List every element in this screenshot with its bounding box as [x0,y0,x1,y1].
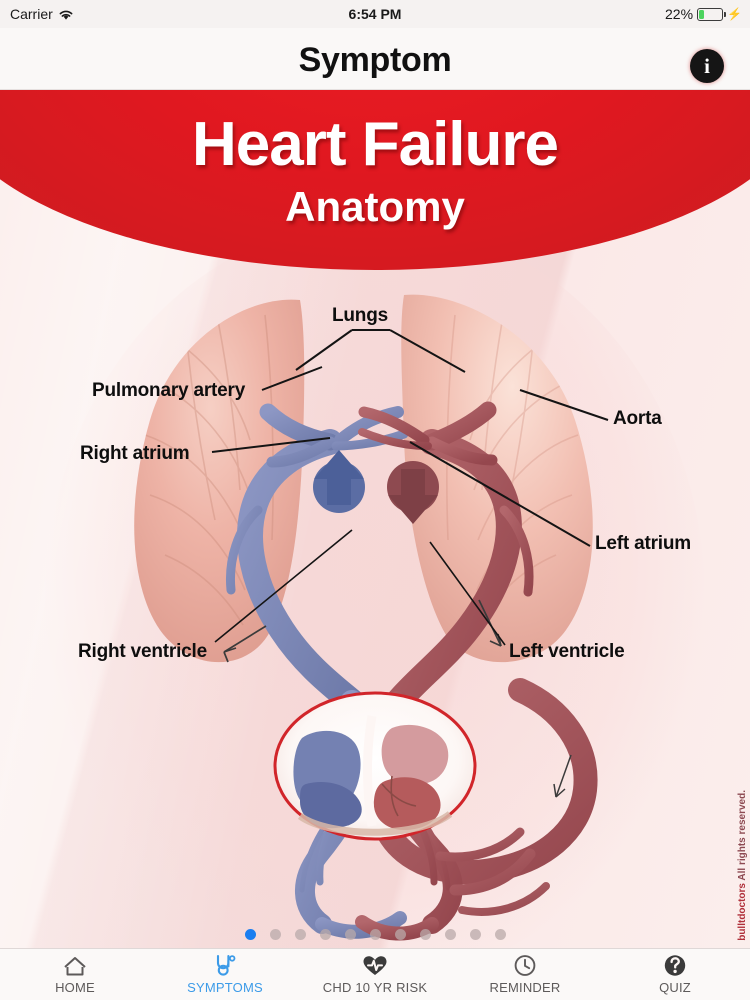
blue-flow-arrowhead [223,625,267,663]
red-blood-flow-arrow-down [387,461,439,524]
status-bar-clock: 6:54 PM [348,6,402,22]
label-right-atrium: Right atrium [80,443,190,464]
page-title: Symptom [298,41,452,79]
tab-home[interactable]: HOME [0,949,150,1000]
battery-percent-label: 22% [665,6,694,22]
aorta-vessel [358,401,598,885]
navigation-bar: Symptom i [0,28,750,90]
battery-icon [697,7,727,21]
copyright-notice: bulltdoctors All rights reserved. [737,790,748,941]
page-dot[interactable] [294,928,306,940]
page-dot[interactable] [319,928,331,940]
heart-failure-anatomy-illustration [134,294,609,941]
banner-title: Heart Failure [191,110,559,179]
clock-icon [513,954,537,977]
heart-cross-section-inset [273,691,477,841]
page-dot[interactable] [444,928,456,940]
wifi-icon [59,10,73,20]
tab-reminder[interactable]: REMINDER [450,949,600,1000]
lightning-bolt-icon: ⚡ [727,7,742,21]
aorta-flow-arrowhead [553,754,572,798]
banner-subtitle: Anatomy [285,183,465,230]
question-mark-circle-icon [663,954,687,977]
heart-pulse-icon [362,954,388,977]
title-banner: Heart Failure Anatomy [0,90,750,270]
page-indicator[interactable] [0,922,750,946]
tab-bar: HOME SYMPTOMS CHD 10 YR RISK [0,948,750,1000]
page-dot[interactable] [394,928,406,940]
tab-symptoms[interactable]: SYMPTOMS [150,949,300,1000]
info-icon[interactable]: i [690,49,724,83]
label-left-atrium: Left atrium [595,533,691,554]
page-dot[interactable] [369,928,381,940]
info-icon-glyph: i [704,53,710,78]
blue-blood-flow-arrow-up [313,450,365,513]
label-pulmonary-artery: Pulmonary artery [92,380,246,401]
label-aorta: Aorta [613,408,662,429]
tab-chd-risk[interactable]: CHD 10 YR RISK [300,949,450,1000]
status-bar: Carrier 6:54 PM 22% ⚡ [0,0,750,28]
page-dot[interactable] [494,928,506,940]
tab-symptoms-label: SYMPTOMS [187,980,263,995]
label-leader-lines [211,329,609,646]
tab-reminder-label: REMINDER [489,980,561,995]
label-left-ventricle: Left ventricle [509,641,625,662]
anatomy-slide[interactable]: Lungs Pulmonary artery Right atrium Aort… [0,90,750,956]
stethoscope-icon [213,954,237,977]
tab-home-label: HOME [55,980,95,995]
tab-chd-risk-label: CHD 10 YR RISK [322,980,428,995]
right-ventricle-chamber [300,782,362,829]
tab-quiz-label: QUIZ [659,980,691,995]
page-dot[interactable] [419,928,431,940]
left-atrium-chamber [381,724,449,786]
tab-quiz[interactable]: QUIZ [600,949,750,1000]
page-dot[interactable] [344,928,356,940]
status-bar-right: 22% ⚡ [665,6,742,22]
carrier-label: Carrier [10,6,53,22]
label-lungs: Lungs [332,305,388,326]
page-dot-active[interactable] [244,928,256,940]
label-right-ventricle: Right ventricle [78,641,207,662]
home-icon [62,954,88,977]
copyright-text: All rights reserved. [737,790,748,883]
status-bar-left: Carrier [10,6,74,22]
page-dot[interactable] [269,928,281,940]
page-dot[interactable] [469,928,481,940]
